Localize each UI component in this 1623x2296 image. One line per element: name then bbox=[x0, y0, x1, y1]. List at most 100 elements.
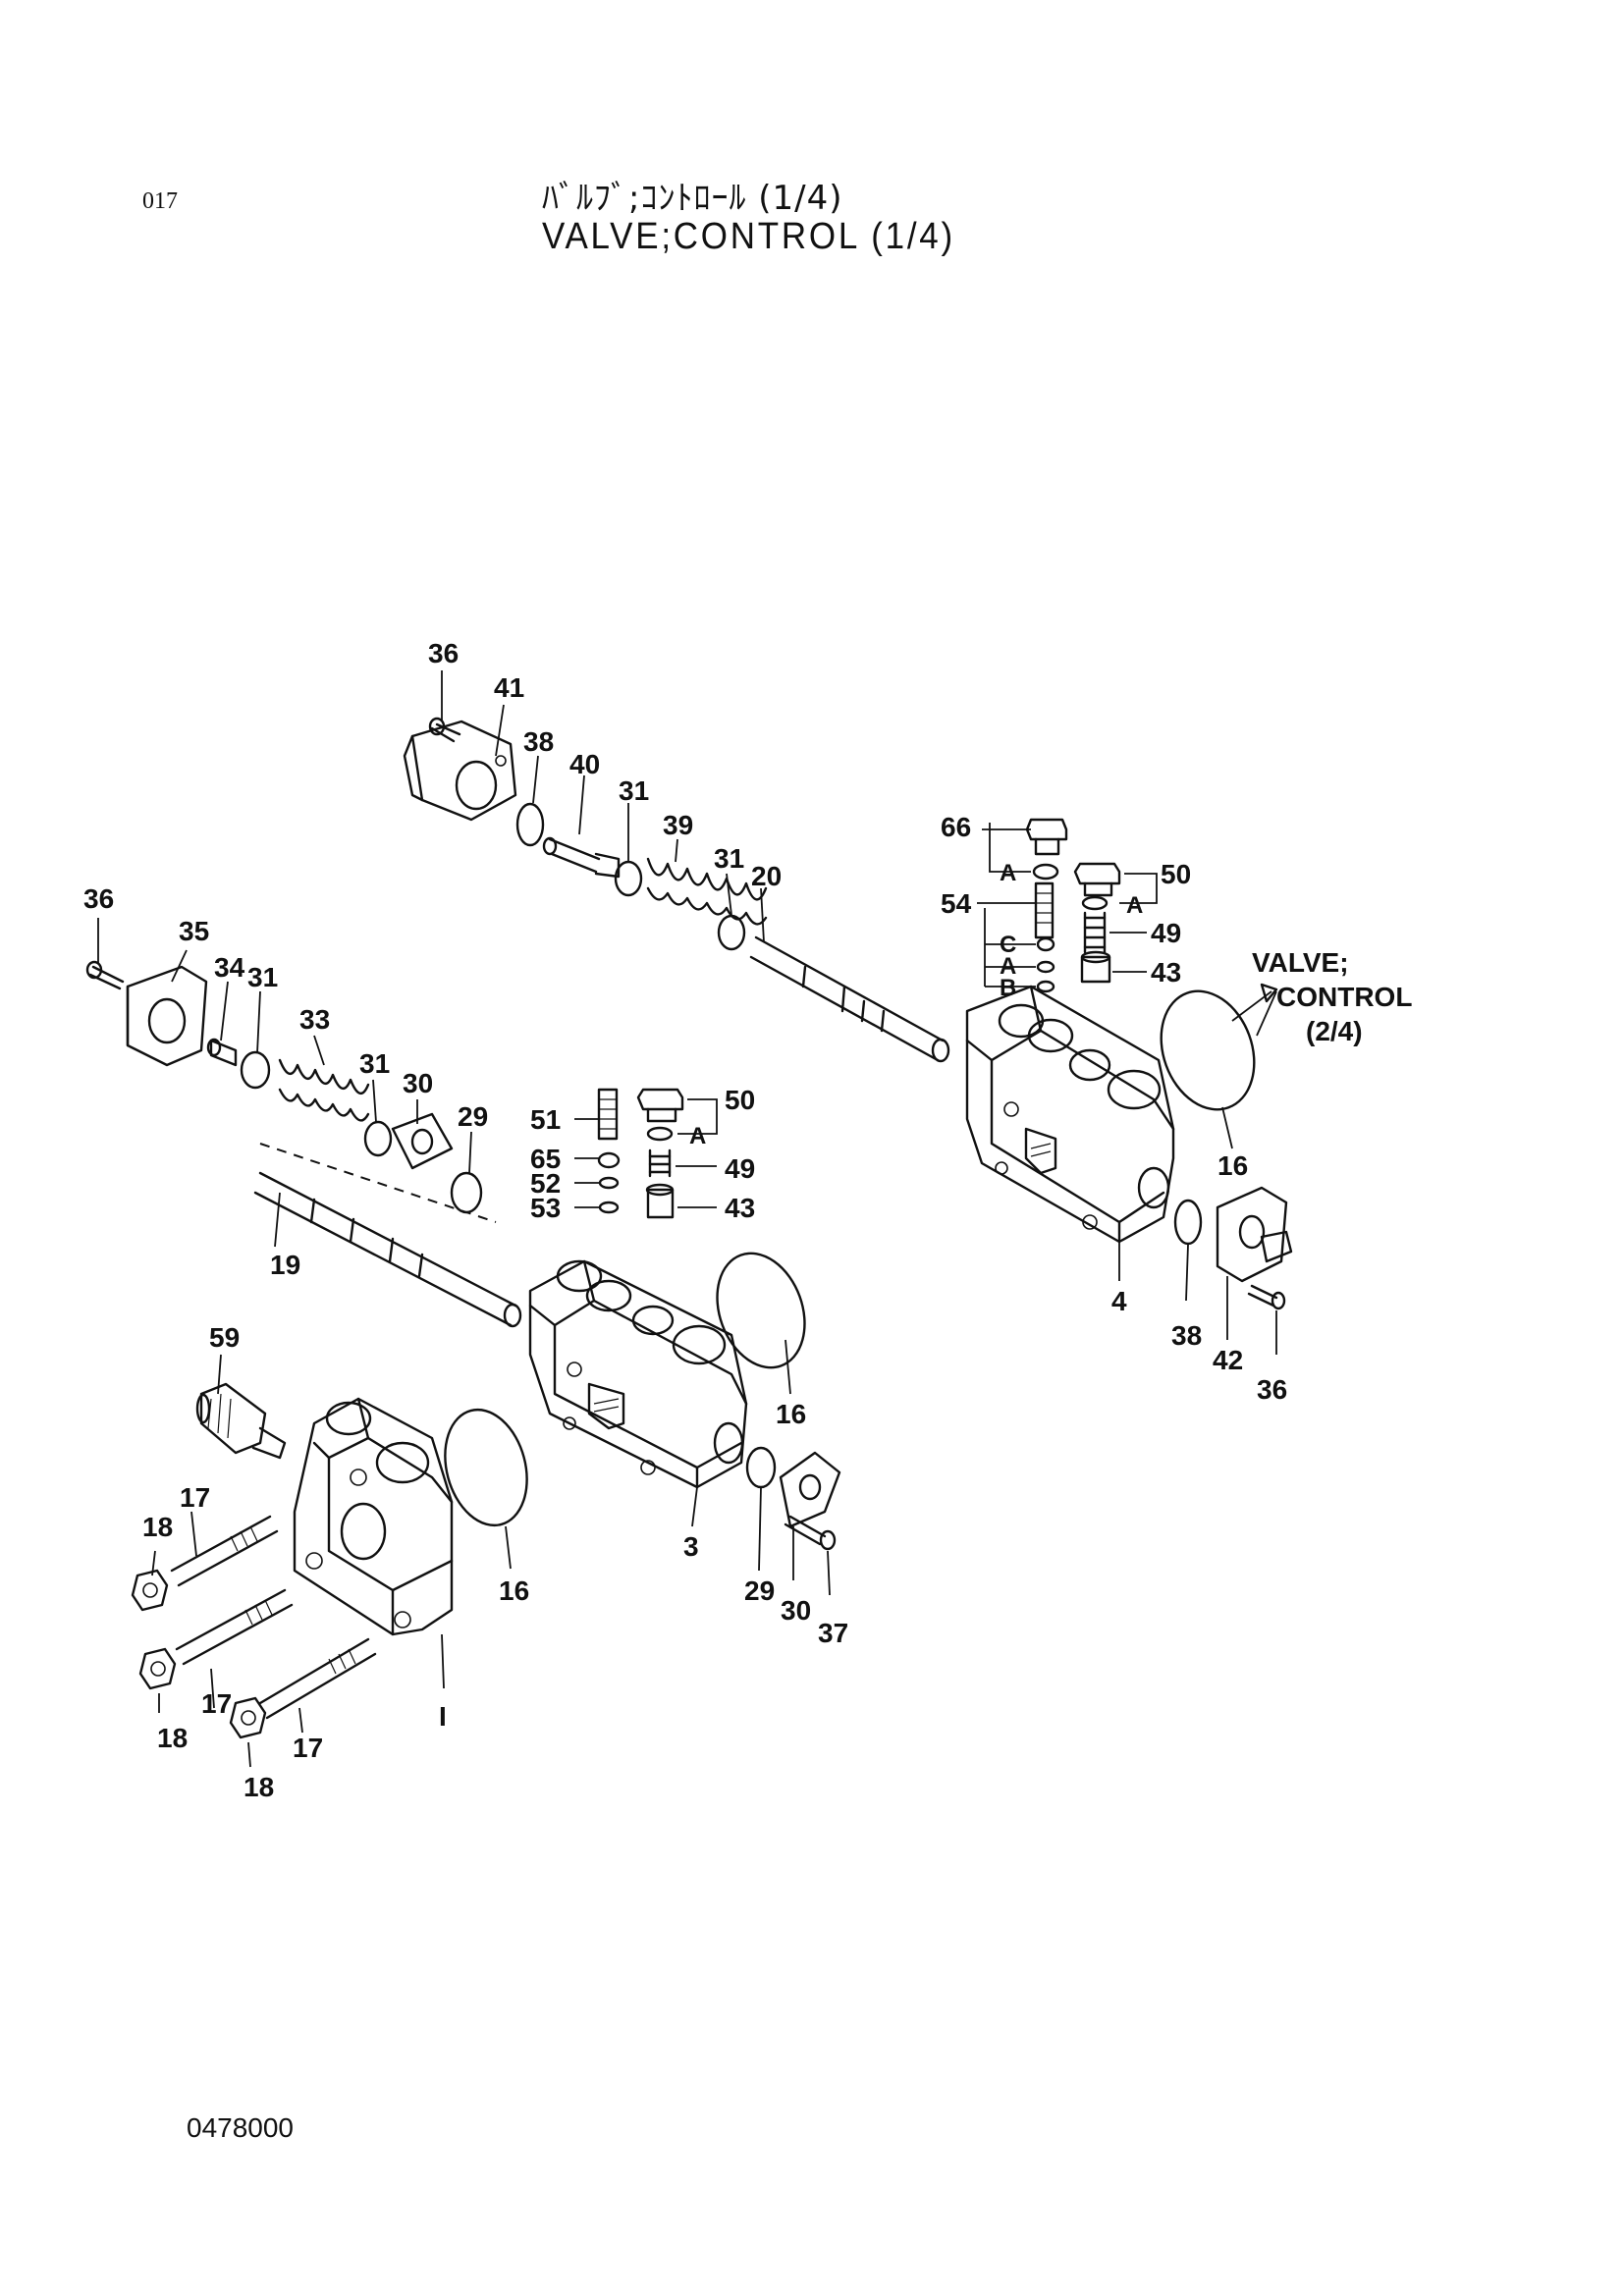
callout-65: 65 bbox=[530, 1144, 561, 1174]
callout-33: 33 bbox=[299, 1004, 330, 1035]
callout-4: 4 bbox=[1111, 1286, 1127, 1316]
callout-3: 3 bbox=[683, 1531, 699, 1562]
callout-31-left-b: 31 bbox=[359, 1048, 390, 1079]
callout-36-top: 36 bbox=[428, 638, 459, 668]
callout-36-left: 36 bbox=[83, 883, 114, 914]
seal-31-top-b bbox=[717, 914, 746, 951]
callout-17-c: 17 bbox=[293, 1733, 323, 1763]
o-ring-38-right bbox=[1173, 1199, 1203, 1246]
page-title-japanese: ﾊﾞﾙﾌﾞ;ｺﾝﾄﾛｰﾙ (1/4) bbox=[542, 179, 843, 218]
leader-lines bbox=[97, 670, 1278, 1768]
callout-16-left: 16 bbox=[499, 1575, 529, 1606]
dashed-bracket bbox=[259, 1143, 497, 1223]
callout-20: 20 bbox=[751, 861, 782, 891]
seal-29-left bbox=[450, 1171, 483, 1214]
seal-29-bottom bbox=[745, 1446, 777, 1489]
cap-35 bbox=[126, 965, 208, 1067]
page-number: 017 bbox=[142, 188, 178, 214]
callout-54: 54 bbox=[941, 888, 972, 919]
callout-53: 53 bbox=[530, 1193, 561, 1223]
seal-31-left-a bbox=[240, 1050, 271, 1090]
relief-valve-54 bbox=[1034, 881, 1055, 939]
callout-49-mid: 49 bbox=[725, 1153, 755, 1184]
ring-c bbox=[1036, 936, 1055, 952]
plug-66 bbox=[1025, 818, 1068, 856]
nut-18-b bbox=[138, 1647, 177, 1690]
stud-17-c bbox=[258, 1637, 377, 1720]
nut-18-c bbox=[229, 1696, 267, 1739]
sub-label-c: C bbox=[1000, 932, 1016, 958]
nut-18-a bbox=[131, 1569, 169, 1612]
callout-16-right: 16 bbox=[1217, 1150, 1248, 1181]
reference-line-2: CONTROL bbox=[1276, 982, 1412, 1012]
spool-20 bbox=[749, 935, 950, 1063]
callout-34: 34 bbox=[214, 952, 245, 983]
sub-label-a-54: A bbox=[1000, 953, 1016, 980]
callout-16-middle: 16 bbox=[776, 1399, 806, 1429]
callout-31-left-a: 31 bbox=[247, 962, 278, 992]
callout-18-c: 18 bbox=[243, 1772, 274, 1802]
relief-valve-59 bbox=[195, 1382, 287, 1460]
seal-31-left-b bbox=[363, 1120, 393, 1157]
callout-39: 39 bbox=[663, 810, 693, 840]
reference-line-1: VALVE; bbox=[1252, 947, 1349, 978]
ring-52 bbox=[598, 1176, 620, 1190]
callout-41: 41 bbox=[494, 672, 524, 703]
page-title: VALVE;CONTROL (1/4) bbox=[542, 216, 955, 257]
callout-51: 51 bbox=[530, 1104, 561, 1135]
spring-33 bbox=[278, 1058, 370, 1122]
drawing-code: 0478000 bbox=[187, 2112, 295, 2143]
callout-35: 35 bbox=[179, 916, 209, 946]
seal-31-top-a bbox=[614, 860, 643, 897]
callout-18-a: 18 bbox=[142, 1512, 173, 1542]
callout-labels: 36 41 38 40 31 39 31 20 66 54 50 49 43 3… bbox=[83, 638, 1412, 1802]
o-ring-a-66 bbox=[1032, 863, 1059, 881]
spool-19 bbox=[253, 1171, 522, 1328]
poppet-40 bbox=[542, 836, 621, 879]
inlet-body-1 bbox=[293, 1397, 454, 1636]
callout-43-mid: 43 bbox=[725, 1193, 755, 1223]
poppet-43-top bbox=[1080, 950, 1111, 984]
callout-49-top: 49 bbox=[1151, 918, 1181, 948]
o-ring-16-middle bbox=[716, 1252, 806, 1369]
bolt-36-right bbox=[1247, 1284, 1286, 1310]
sub-label-a-66: A bbox=[1000, 860, 1016, 886]
callout-18-b: 18 bbox=[157, 1723, 188, 1753]
stud-17-a bbox=[170, 1515, 279, 1587]
o-ring-38-top bbox=[515, 802, 545, 847]
reference-arrow-head bbox=[1260, 983, 1278, 1003]
valve-body-3 bbox=[528, 1259, 748, 1489]
reference-line-3: (2/4) bbox=[1306, 1016, 1363, 1046]
valve-body-4 bbox=[965, 985, 1175, 1244]
o-ring-a-50 bbox=[1081, 895, 1109, 911]
callout-43-top: 43 bbox=[1151, 957, 1181, 988]
ring-a bbox=[1036, 960, 1055, 974]
spring-39 bbox=[646, 857, 768, 926]
cap-41 bbox=[403, 720, 517, 822]
o-ring-16-left bbox=[444, 1408, 528, 1527]
callout-37: 37 bbox=[818, 1618, 848, 1648]
stud-17-b bbox=[175, 1588, 294, 1666]
callout-42: 42 bbox=[1213, 1345, 1243, 1375]
bolt-37 bbox=[784, 1515, 837, 1551]
spring-49-mid bbox=[648, 1148, 672, 1178]
sub-label-a-50: A bbox=[1126, 892, 1143, 919]
ring-b bbox=[1036, 980, 1055, 993]
callout-38-right: 38 bbox=[1171, 1320, 1202, 1351]
plug-34 bbox=[206, 1038, 238, 1067]
ring-65 bbox=[597, 1151, 621, 1169]
callout-36-right: 36 bbox=[1257, 1374, 1287, 1405]
sub-label-b: B bbox=[1000, 975, 1016, 1001]
callout-29-bottom: 29 bbox=[744, 1575, 775, 1606]
flange-42 bbox=[1216, 1186, 1293, 1283]
o-ring-a-50-mid bbox=[646, 1126, 674, 1142]
sub-label-a-mid: A bbox=[689, 1123, 706, 1149]
callout-50-mid: 50 bbox=[725, 1085, 755, 1115]
callout-31-top-a: 31 bbox=[619, 775, 649, 806]
callout-30-left: 30 bbox=[403, 1068, 433, 1098]
callout-40: 40 bbox=[569, 749, 600, 779]
callout-59: 59 bbox=[209, 1322, 240, 1353]
callout-29-left: 29 bbox=[458, 1101, 488, 1132]
bolt-36-left bbox=[85, 960, 125, 990]
